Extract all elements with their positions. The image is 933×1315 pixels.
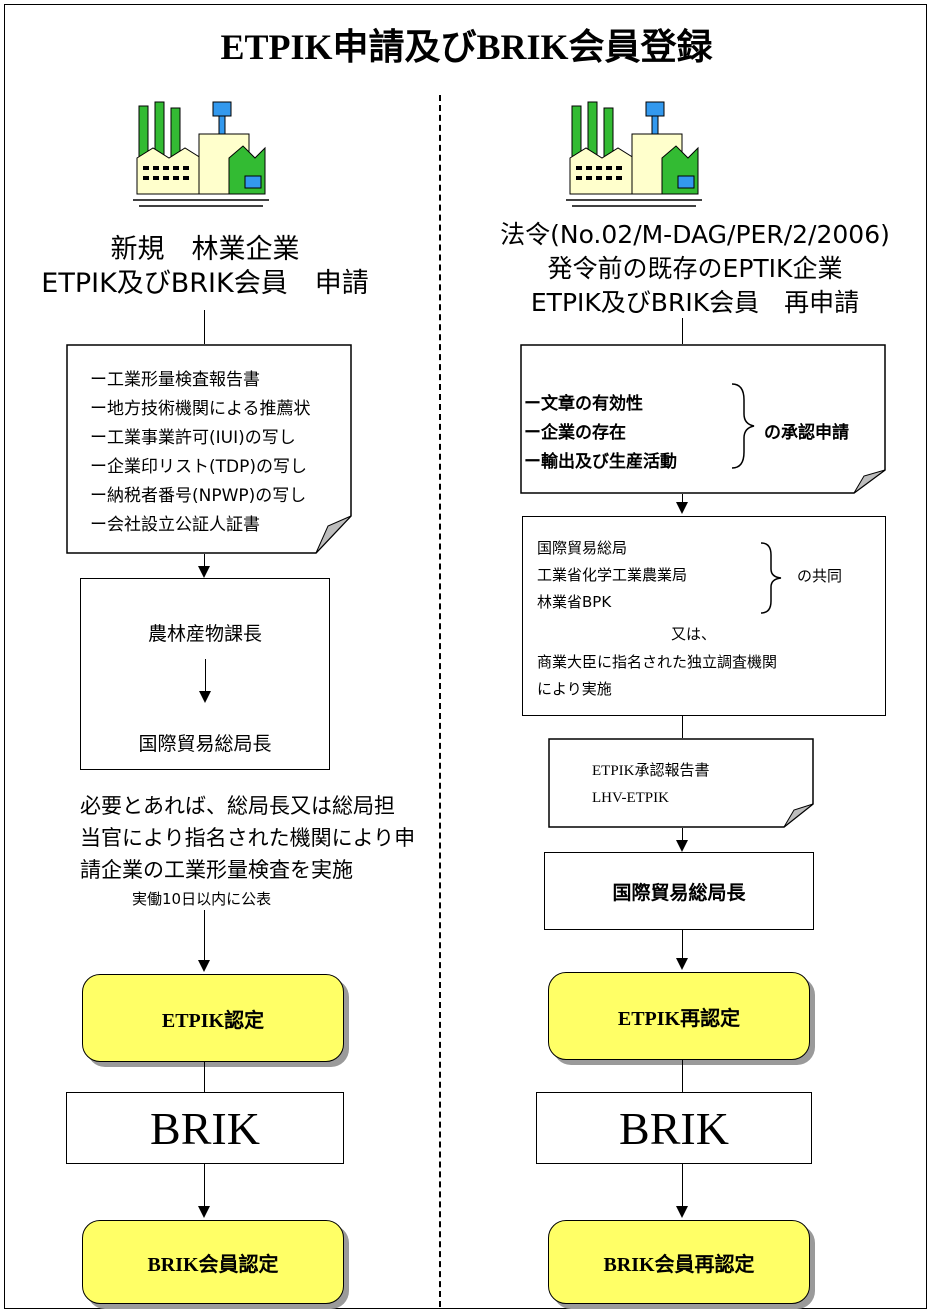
document-item: ー地方技術機関による推薦状 [90,399,311,419]
right-heading: 法令(No.02/M-DAG/PER/2/2006) 発令前の既存のEPTIK企… [462,218,928,320]
or-text: 又は、 [671,625,717,643]
approval-box: 農林産物課長 国際貿易総局長 [80,578,330,770]
inspection-note-line: 当官により指名された機関により申 [80,826,416,850]
note-shape [520,344,886,494]
connector-line [205,659,206,693]
director-general-box: 国際貿易総局長 [544,852,814,930]
arrow-down-icon [198,1206,210,1218]
agencies-suffix: の共同 [797,567,843,585]
connector-line [682,1060,683,1092]
right-heading-line: ETPIK及びBRIK会員 再申請 [530,288,860,317]
brik-member-certification-box: BRIK会員認定 [82,1220,344,1304]
report-lines: ETPIK承認報告書 LHV-ETPIK [592,758,710,812]
approval-top-label: 農林産物課長 [147,623,262,645]
brik-box: BRIK [536,1092,812,1164]
connector-line [682,828,683,842]
etpik-certification-box: ETPIK認定 [82,974,344,1062]
brik-member-recertification-box: BRIK会員再認定 [548,1220,810,1304]
documents-note: ー工業形量検査報告書 ー地方技術機関による推薦状 ー工業事業許可(IUI)の写し… [66,344,352,554]
approval-bottom-label: 国際貿易総局長 [138,733,272,755]
left-heading: 新規 林業企業 ETPIK及びBRIK会員 申請 [40,233,370,301]
alt-line: 商業大臣に指名された独立調査機関 [537,653,778,671]
items-note: ー文章の有効性 ー企業の存在 ー輸出及び生産活動 の承認申請 [520,344,886,494]
connector-line [682,318,683,344]
page-title: ETPIK申請及びBRIK会員登録 [220,27,713,67]
document-item: ー企業印リスト(TDP)の写し [90,457,307,477]
report-line: LHV-ETPIK [592,790,669,806]
documents-list: ー工業形量検査報告書 ー地方技術機関による推薦状 ー工業事業許可(IUI)の写し… [90,366,311,540]
right-heading-line: 発令前の既存のEPTIK企業 [547,254,843,283]
diagram-frame [4,4,927,1309]
brik-box: BRIK [66,1092,344,1164]
document-item: ー納税者番号(NPWP)の写し [90,486,307,506]
left-heading-line: 新規 林業企業 [110,234,300,265]
agency-line: 林業省BPK [537,593,612,611]
connector-line [204,910,205,962]
days-note: 実働10日以内に公表 [132,890,272,908]
note-shape [66,344,352,554]
arrow-down-icon [199,691,211,703]
agency-line: 工業省化学工業農業局 [537,566,688,584]
alt-line: により実施 [537,680,612,698]
connector-line [204,310,205,344]
inspection-note: 必要とあれば、総局長又は総局担 当官により指名された機関により申 請企業の工業形… [80,790,415,886]
connector-line [682,1164,683,1208]
brace-icon [760,542,782,614]
report-line: ETPIK承認報告書 [592,763,710,779]
report-note: ETPIK承認報告書 LHV-ETPIK [548,738,814,828]
alt-agency: 商業大臣に指名された独立調査機関 により実施 [537,649,777,703]
connector-line [682,930,683,960]
right-heading-line: 法令(No.02/M-DAG/PER/2/2006) [500,220,890,249]
document-item: ー工業事業許可(IUI)の写し [90,428,296,448]
note-shape [548,738,814,828]
document-item: ー会社設立公証人証書 [90,515,260,535]
connector-line [682,494,683,504]
item-line: ー輸出及び生産活動 [524,452,677,472]
items-suffix: の承認申請 [764,423,849,443]
arrow-down-icon [198,960,210,972]
arrow-down-icon [676,502,688,514]
agency-list: 国際貿易総局 工業省化学工業農業局 林業省BPK [537,535,687,616]
arrow-down-icon [676,958,688,970]
connector-line [682,716,683,738]
item-line: ー企業の存在 [524,423,626,443]
joint-inspection-box: 国際貿易総局 工業省化学工業農業局 林業省BPK の共同 又は、 商業大臣に指名… [522,516,886,716]
connector-line [204,554,205,568]
etpik-recertification-box: ETPIK再認定 [548,972,810,1060]
arrow-down-icon [676,1206,688,1218]
document-item: ー工業形量検査報告書 [90,370,260,390]
left-heading-line: ETPIK及びBRIK会員 申請 [41,268,369,299]
factory-icon [566,101,702,207]
item-line: ー文章の有効性 [524,394,643,414]
items-list: ー文章の有効性 ー企業の存在 ー輸出及び生産活動 [524,390,677,477]
inspection-note-line: 請企業の工業形量検査を実施 [80,858,353,882]
factory-icon [133,101,269,207]
center-divider [439,95,441,1307]
arrow-down-icon [198,566,210,578]
connector-line [204,1164,205,1208]
inspection-note-line: 必要とあれば、総局長又は総局担 [80,794,395,818]
connector-line [204,1062,205,1092]
agency-line: 国際貿易総局 [537,539,628,557]
arrow-down-icon [676,840,688,852]
